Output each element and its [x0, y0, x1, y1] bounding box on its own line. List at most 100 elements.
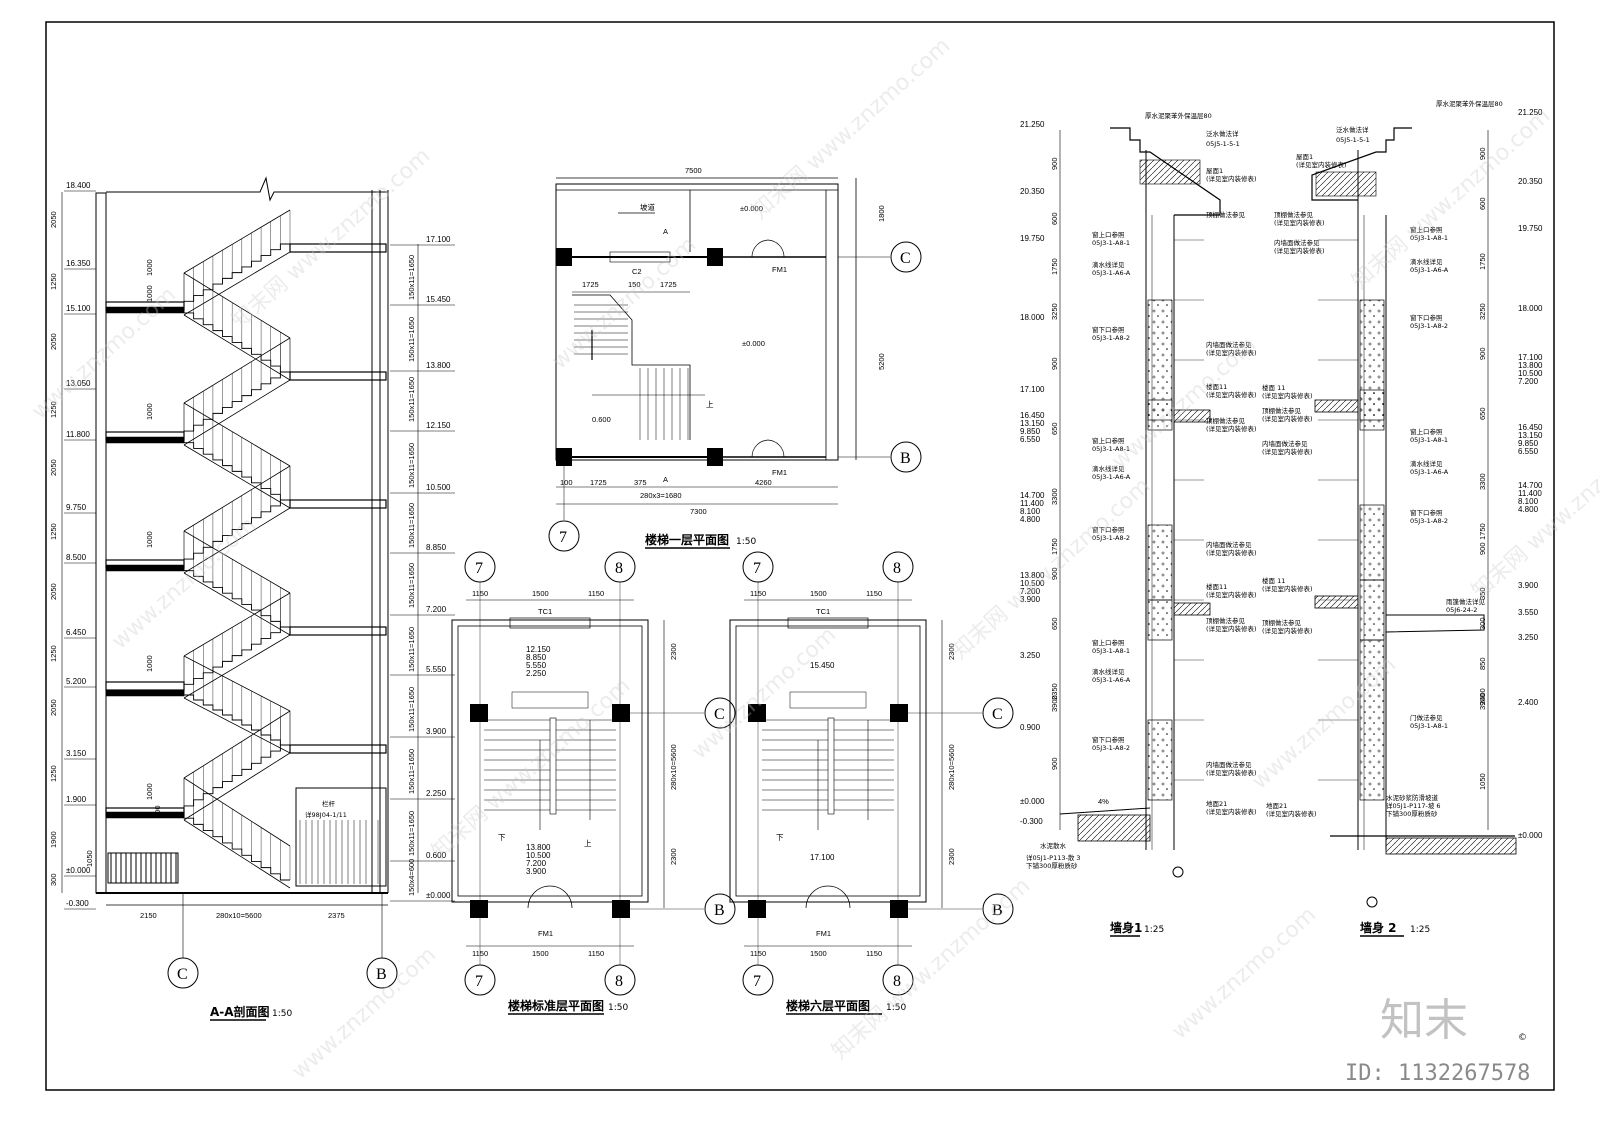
slope-label: 4%	[1098, 797, 1109, 806]
dim-text: 150x11=1650	[407, 687, 416, 732]
handrail	[183, 777, 291, 847]
dim-text: 280x10=5600	[947, 744, 956, 790]
level-label: 2.250	[426, 789, 447, 798]
concrete-band	[1147, 399, 1173, 431]
section-mark: A	[663, 475, 668, 484]
section-title: A-A剖面图	[210, 1004, 270, 1019]
door-label: FM1	[772, 468, 787, 477]
callout-note: (详见室内装修表)	[1206, 348, 1257, 357]
site-watermark: 知末网 www.znzmo.com	[747, 34, 955, 225]
callout-note: 顶棚做法参见	[1274, 210, 1314, 219]
callout-note: (详见室内装修表)	[1206, 768, 1257, 777]
callout-note: 水泥散水	[1040, 841, 1067, 850]
wall-scale: 1:25	[1410, 925, 1430, 935]
dim-text: 2400	[1478, 688, 1487, 705]
level-label: 4.800	[1020, 515, 1041, 524]
stair-soffit	[183, 819, 291, 889]
column	[470, 900, 488, 918]
handrail	[183, 465, 291, 532]
callout-note: 屋面1	[1206, 167, 1223, 175]
ground-slope	[1059, 807, 1151, 815]
door-swing	[805, 885, 851, 909]
section-bottom-dim: 2150	[140, 911, 157, 920]
level-label: 19.750	[1518, 224, 1543, 233]
brand-watermark: 知末	[1380, 995, 1468, 1046]
axis-label: 7	[753, 973, 761, 990]
level-label: 11.800	[66, 430, 90, 439]
dim-text: 650	[1050, 422, 1059, 435]
floor-slab	[1173, 409, 1211, 423]
dim-text: 1250	[49, 523, 58, 540]
callout-note: 05J3-1-A6-A	[1410, 468, 1449, 476]
level-label: 3.150	[66, 749, 87, 758]
callout-note: 厚水泥聚苯外保温层80	[1145, 111, 1212, 120]
dim-text: 600	[1050, 212, 1059, 225]
dim-text: 280x10=5600	[669, 744, 678, 790]
axis-label: B	[900, 450, 911, 467]
window-label: TC1	[538, 607, 552, 616]
site-watermark: 知末网 www.znzmo.com	[1347, 104, 1555, 295]
level-label: 12.150	[426, 421, 451, 430]
level-label: 17.100	[810, 853, 835, 862]
stair-down: 下	[498, 833, 506, 842]
floor-slab	[1314, 595, 1359, 609]
landing-slab	[289, 243, 387, 253]
dim-text: 1725	[660, 280, 677, 289]
level-label: 3.550	[1518, 608, 1539, 617]
dim-text: 1750	[1478, 523, 1487, 540]
stair-well	[549, 717, 557, 815]
callout-note: 窗上口参照	[1410, 225, 1443, 234]
callout-note: (详见室内装修表)	[1274, 246, 1325, 255]
dim-text: 1150	[750, 949, 766, 958]
plan-scale: 1:50	[886, 1003, 906, 1013]
level-label: 21.250	[1518, 108, 1543, 117]
stair-soffit	[183, 752, 291, 821]
site-watermark: www.znzmo.com	[27, 282, 181, 424]
floor-slab	[105, 689, 185, 697]
callout-note: 05J3-1-A8-2	[1092, 534, 1130, 542]
dim-text: 1725	[590, 478, 607, 487]
site-watermark: 知末网 www.znzmo.com	[427, 674, 635, 865]
level-label: 14.700	[1020, 491, 1045, 500]
dim-text: 150x11=1650	[407, 503, 416, 548]
level-label: ±0.000	[1020, 797, 1045, 806]
handrail	[183, 337, 291, 404]
level-label: 2.250	[526, 669, 547, 678]
door-swing	[751, 439, 785, 458]
level-label: 17.100	[426, 235, 451, 244]
section-bottom-dim: 2375	[328, 911, 345, 920]
level-label: 1.900	[66, 795, 87, 804]
dim-text: 3300	[1478, 473, 1487, 490]
callout-note: 05J3-1-A8-1	[1410, 722, 1448, 730]
callout-note: (详见室内装修表)	[1206, 590, 1257, 599]
level-label: 6.550	[1518, 447, 1539, 456]
callout-note: 窗上口参照	[1410, 427, 1443, 436]
stair-down: 下	[776, 833, 784, 842]
callout-note: 楼面11	[1206, 382, 1227, 391]
dim-text: 3900	[1478, 693, 1487, 710]
door-swing	[527, 885, 573, 909]
axis-bubble-b	[366, 957, 398, 989]
callout-note: 内墙面做法参见	[1206, 760, 1252, 769]
callout-note: 详05J1-P113-散 3	[1026, 853, 1081, 862]
dim-text: 150x4=600	[407, 859, 416, 896]
callout-note: 水泥砂浆防滑坡道	[1386, 793, 1439, 802]
callout-note: (详见室内装修表)	[1262, 584, 1313, 593]
concrete-band	[1359, 579, 1385, 641]
axis-bubble-small	[1366, 896, 1378, 908]
dim-text: 3250	[1478, 303, 1487, 320]
level-label: 3.250	[1518, 633, 1539, 642]
window	[787, 617, 869, 629]
sheet-border	[45, 21, 1555, 1091]
dim-text: 150x11=1650	[407, 563, 416, 608]
concrete-band	[1147, 719, 1173, 801]
callout-note: (详见室内装修表)	[1274, 218, 1325, 227]
dim-text: 2050	[49, 211, 58, 228]
dim-text: 150x11=1650	[407, 377, 416, 422]
window-label: TC1	[816, 607, 830, 616]
handrail	[183, 655, 291, 712]
dim-text: 350	[1478, 587, 1487, 600]
concrete-band	[1147, 599, 1173, 641]
dim-text: 1500	[810, 589, 827, 598]
plan-title: 楼梯标准层平面图	[508, 998, 604, 1013]
